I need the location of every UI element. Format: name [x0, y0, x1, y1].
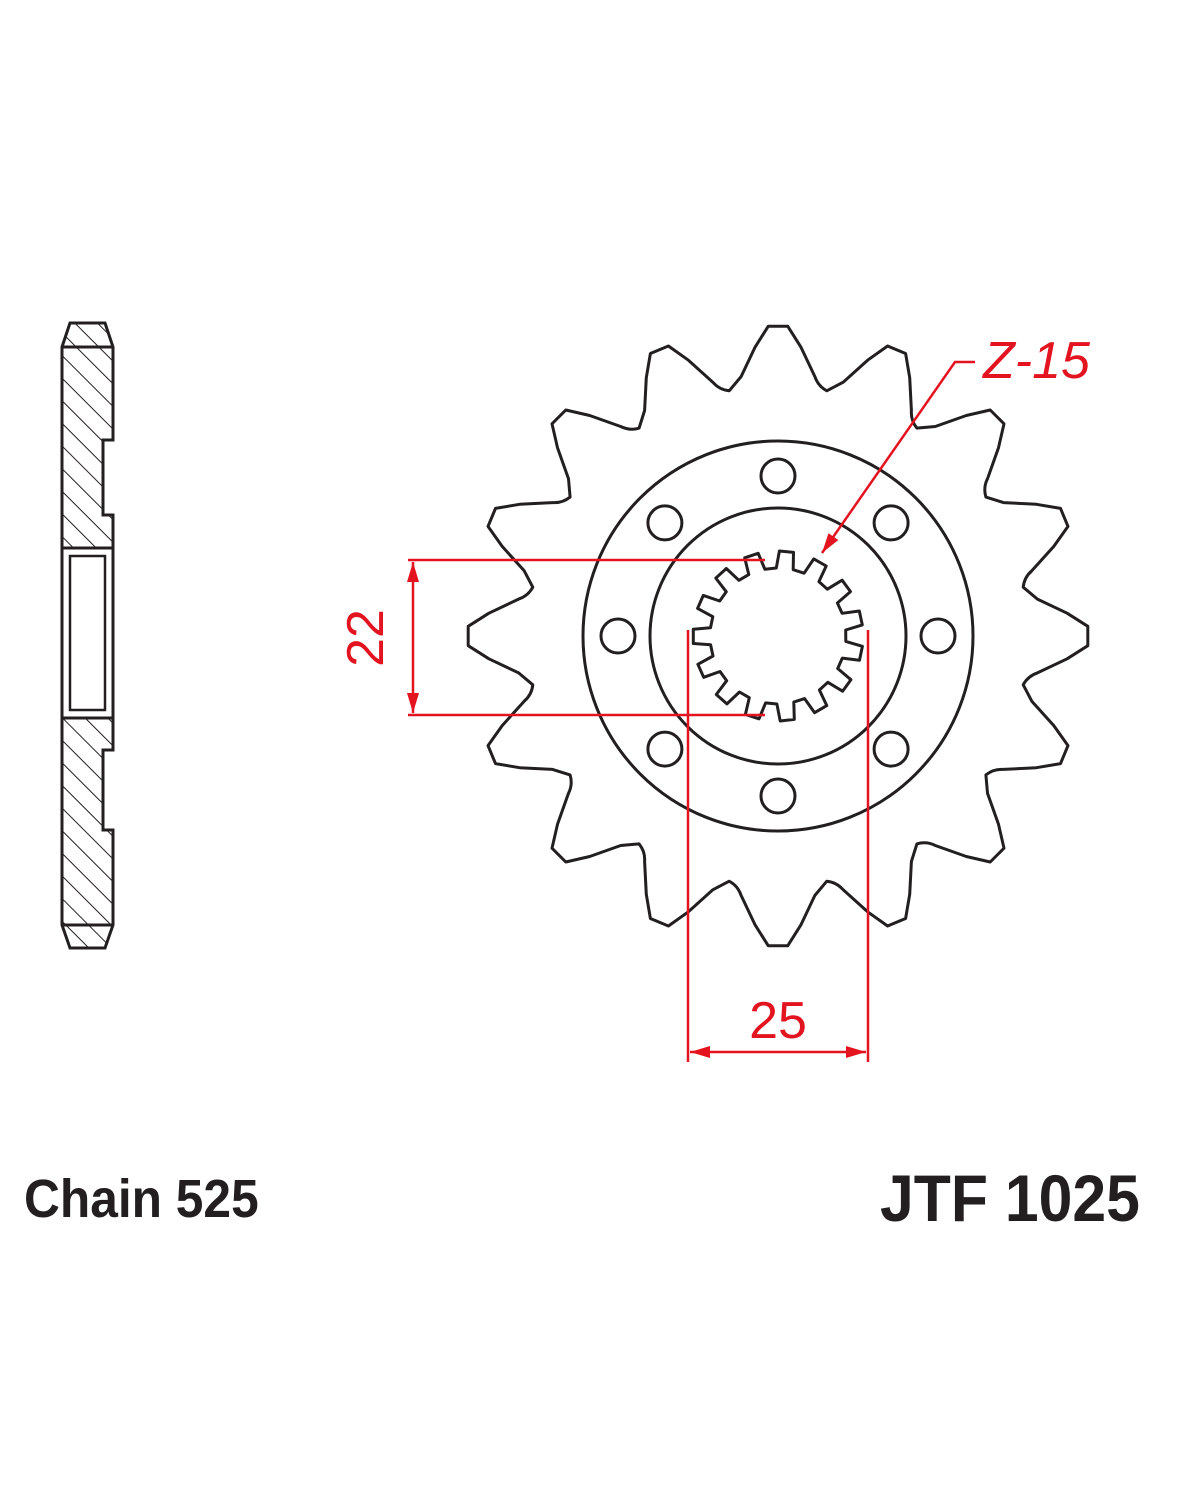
bolt-hole — [646, 504, 684, 542]
z15-leader — [820, 360, 975, 554]
bolt-hole — [919, 617, 957, 655]
side-top-section — [60, 321, 115, 550]
bolt-hole — [759, 457, 797, 495]
sprocket-front-view — [466, 324, 1090, 948]
sprocket-outline — [466, 324, 1090, 948]
side-profile-view — [60, 321, 115, 950]
chain-size-label: Chain 525 — [24, 1169, 259, 1229]
dimensions — [407, 360, 975, 1062]
bolt-hole — [599, 617, 637, 655]
spline-bore — [691, 549, 864, 723]
inner-hub-ring — [648, 506, 908, 766]
part-number-label: JTF 1025 — [880, 1161, 1140, 1235]
dim-22-label: 22 — [337, 609, 395, 667]
bolt-hole — [759, 777, 797, 815]
dim-25-label: 25 — [749, 992, 807, 1050]
bolt-hole — [872, 730, 910, 768]
side-bottom-section — [60, 716, 115, 950]
z15-label: Z-15 — [981, 332, 1091, 390]
bolt-hole — [872, 504, 910, 542]
outer-hub-ring — [581, 439, 975, 833]
bolt-hole — [646, 730, 684, 768]
